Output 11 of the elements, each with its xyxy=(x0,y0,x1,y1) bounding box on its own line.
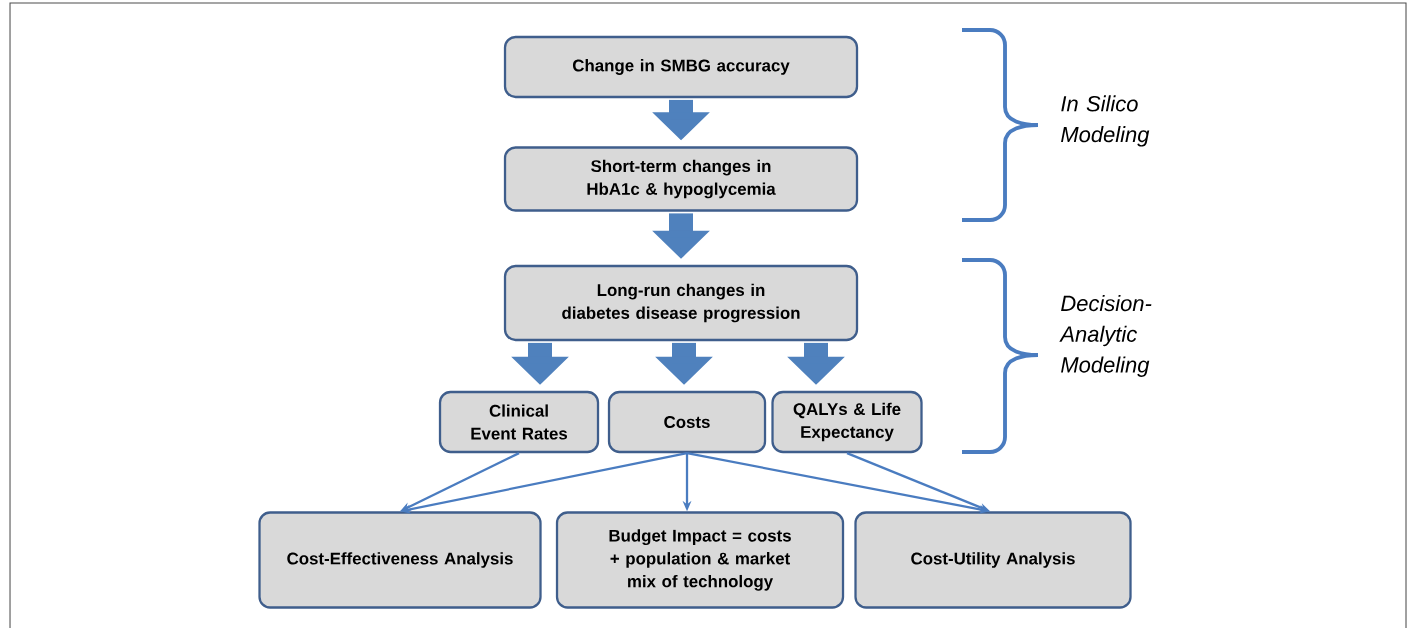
process-box: Short-term changes in HbA1c & hypoglycemia xyxy=(503,146,859,212)
process-box: Budget Impact = costs + population & market mix of technology xyxy=(555,511,845,609)
section-label: Decision-Analytic Modeling xyxy=(1059,295,1152,377)
process-box: Cost-Effectiveness Analysis xyxy=(258,511,542,609)
process-box: Long-run changes in diabetes disease progression xyxy=(503,264,859,342)
process-box: Cost-Utility Analysis xyxy=(854,511,1132,609)
process-box: Costs xyxy=(607,390,767,454)
process-box: Clinical Event Rates xyxy=(438,390,600,454)
section-label: In Silico Modeling xyxy=(1061,95,1150,147)
process-box: Change in SMBG accuracy xyxy=(503,35,859,99)
process-box: QALYs & Life Expectancy xyxy=(771,390,923,454)
